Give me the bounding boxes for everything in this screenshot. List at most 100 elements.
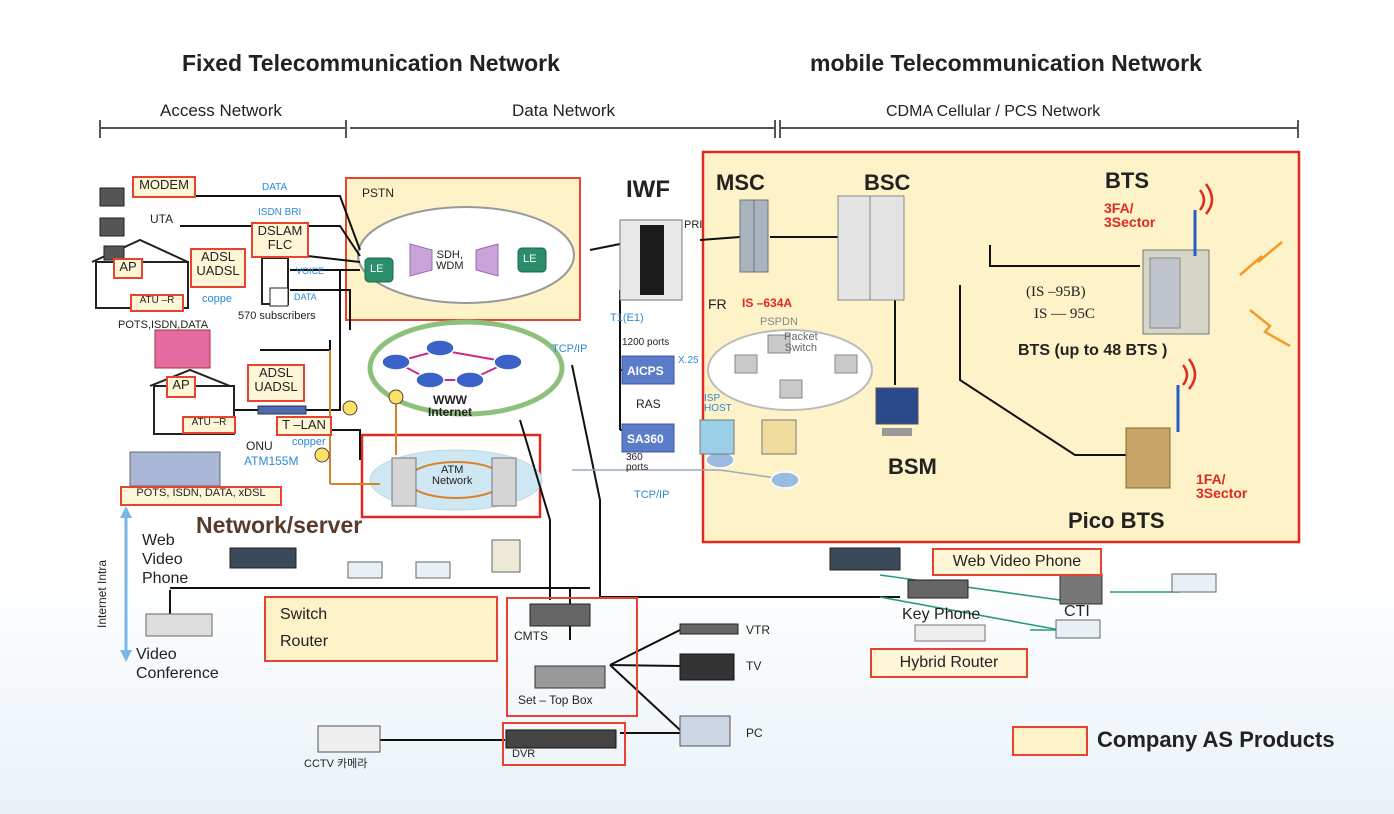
onu-label: ONU <box>246 439 273 453</box>
legend-swatch <box>1012 726 1088 756</box>
is95c-label: IS — 95C <box>1034 306 1095 322</box>
iwf-label: IWF <box>626 176 670 203</box>
video-conf-device <box>145 613 213 637</box>
sdh-wdm-label: SDH, WDM <box>436 249 464 272</box>
is95b-label: (IS –95B) <box>1026 284 1086 300</box>
pico-bts-label: Pico BTS <box>1068 508 1165 533</box>
packet-switch-cloud <box>707 329 873 411</box>
uta-label: UTA <box>150 212 174 226</box>
router-nodes <box>381 339 800 489</box>
web-video-phone-box: Web Video Phone <box>932 548 1102 576</box>
tlan-box: T –LAN <box>276 416 332 436</box>
vtr-label: VTR <box>746 623 770 637</box>
dvr-label: DVR <box>512 748 536 760</box>
pots-xdsl-box: POTS, ISDN, DATA, xDSL <box>120 486 282 506</box>
bsm-label: BSM <box>888 454 937 479</box>
sdh-symbols <box>409 243 499 277</box>
video-conference-label: Video Conference <box>136 646 219 683</box>
x25-label: X.25 <box>678 355 699 366</box>
sa360-label: SA360 <box>627 432 664 446</box>
cti-label: CTI <box>1064 603 1090 620</box>
modem-pc <box>99 187 125 207</box>
sa360-box <box>621 423 675 453</box>
fixed-network-title: Fixed Telecommunication Network <box>182 50 560 76</box>
lightning-icons <box>314 389 404 463</box>
copper-label: copper <box>292 436 326 448</box>
pri-label: PRI <box>684 219 703 231</box>
data-label-1: DATA <box>262 182 288 193</box>
atm155m-label: ATM155M <box>244 454 299 468</box>
intra-arrow <box>120 506 132 662</box>
switch-router-box <box>264 596 498 662</box>
atm-network-label: ATM Network <box>432 464 473 487</box>
data-network-label: Data Network <box>512 101 615 120</box>
pots-buildings <box>154 329 211 369</box>
bts-48-label: BTS (up to 48 BTS ) <box>1018 342 1168 359</box>
pots-label: POTS,ISDN,DATA <box>118 319 209 331</box>
bsc-rack <box>837 195 905 301</box>
pico-bts-cabinet <box>1125 427 1171 489</box>
data-label-2: DATA <box>294 292 317 302</box>
is634a-label: IS –634A <box>742 296 793 310</box>
isp-host <box>699 419 735 455</box>
cctv-label: CCTV 카메라 <box>304 758 368 770</box>
modem-box: MODEM <box>132 176 196 198</box>
www-cloud <box>367 319 565 417</box>
cdma-network-label: CDMA Cellular / PCS Network <box>886 103 1101 120</box>
bts-label: BTS <box>1105 168 1149 193</box>
le-label-1: LE <box>370 263 384 275</box>
aicps-label: AICPS <box>627 364 664 378</box>
stb-device <box>534 665 606 689</box>
atu-box-1: ATU –R <box>130 294 184 312</box>
dslam-box: DSLAM FLC <box>251 222 309 258</box>
modem-label: MODEM <box>139 177 189 192</box>
host-server <box>761 419 797 455</box>
le-label-2: LE <box>523 253 537 265</box>
legend-label: Company AS Products <box>1097 727 1335 752</box>
section-range-bars <box>99 120 1299 138</box>
www-internet-label: WWW Internet <box>428 393 473 419</box>
key-phone-label: Key Phone <box>902 606 981 623</box>
dvr-box <box>502 722 626 766</box>
router-label: Router <box>280 633 329 650</box>
tcpip-label-2: TCP/IP <box>634 489 670 501</box>
msc-label: MSC <box>716 170 765 195</box>
ports360-label: 360 ports <box>626 452 649 473</box>
le-boxes <box>364 247 547 283</box>
coppe-label: coppe <box>202 293 232 305</box>
stb-label: Set – Top Box <box>518 693 593 707</box>
packet-switch-label: Packet Switch <box>784 331 818 354</box>
network-server-title: Network/server <box>196 512 363 538</box>
pc-label: PC <box>746 726 763 740</box>
atu-box-2: ATU –R <box>182 416 236 434</box>
isdn-bri-label: ISDN BRI <box>258 207 302 218</box>
cmts-device <box>529 603 591 627</box>
onu-buildings <box>129 451 221 487</box>
fr-label: FR <box>708 296 727 312</box>
ap-box-2: AP <box>166 376 196 398</box>
aicps-box <box>621 355 675 385</box>
switch-label: Switch <box>280 606 328 623</box>
cctv-camera <box>317 725 381 753</box>
bts-3fa-label: 3FA/ 3Sector <box>1104 200 1156 230</box>
dvr-device <box>505 729 617 749</box>
pico-1fa-label: 1FA/ 3Sector <box>1196 471 1248 501</box>
pspdn-label: PSPDN <box>760 316 798 328</box>
web-video-phone-label: Web Video Phone <box>142 532 189 588</box>
internet-intra-label: Internet Intra <box>95 559 109 628</box>
mobile-network-title: mobile Telecommunication Network <box>810 50 1202 76</box>
hybrid-router-box: Hybrid Router <box>870 648 1028 678</box>
video-phone-device <box>229 547 297 569</box>
voice-label: VOICE <box>296 266 325 276</box>
isp-host-label: ISP HOST <box>704 393 732 414</box>
bsc-label: BSC <box>864 170 911 195</box>
tcpip-label-1: TCP/IP <box>552 343 588 355</box>
subscribers-label: 570 subscribers <box>238 310 316 322</box>
cmts-stb-box <box>506 597 638 717</box>
adsl-box-2: ADSL UADSL <box>247 364 305 402</box>
tv-label: TV <box>746 659 762 673</box>
bsm-monitor <box>875 387 919 425</box>
pstn-cloud <box>357 206 575 304</box>
adsl-box-1: ADSL UADSL <box>190 248 246 288</box>
